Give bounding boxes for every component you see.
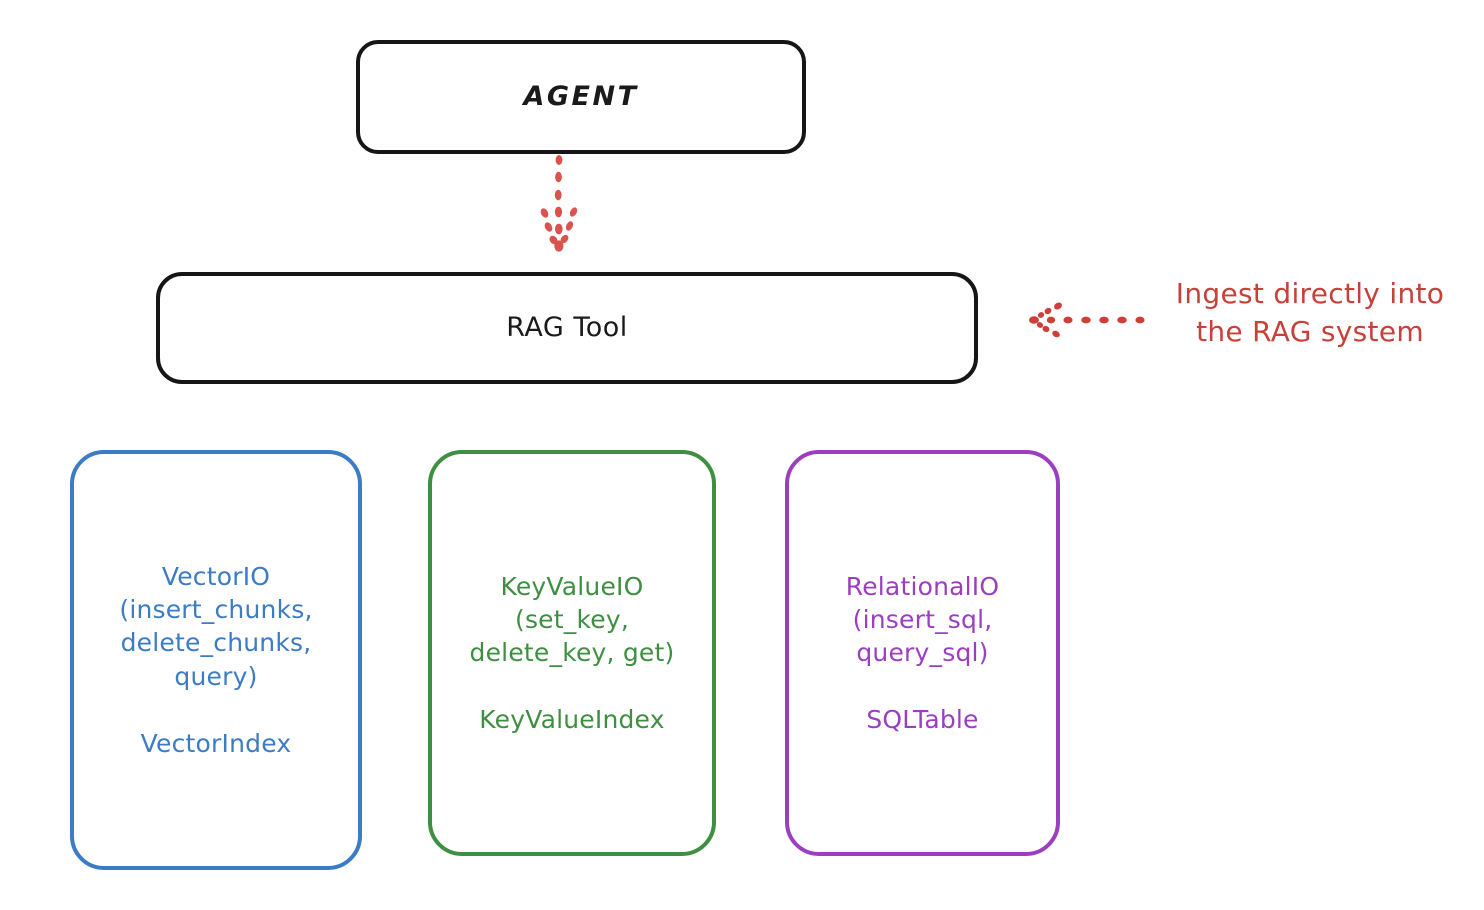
keyvalueio-node[interactable]: KeyValueIO (set_key, delete_key, get) Ke… bbox=[428, 450, 716, 856]
rag-tool-node[interactable]: RAG Tool bbox=[156, 272, 978, 384]
agent-to-rag-arrow bbox=[540, 155, 578, 252]
relationalio-node[interactable]: RelationalIO (insert_sql, query_sql) SQL… bbox=[785, 450, 1060, 856]
relationalio-table-label: SQLTable bbox=[866, 705, 979, 735]
vectorio-index-label: VectorIndex bbox=[140, 728, 292, 758]
keyvalueio-index-label: KeyValueIndex bbox=[479, 705, 665, 735]
relationalio-api-label: RelationalIO (insert_sql, query_sql) bbox=[845, 571, 1000, 668]
vectorio-api-label: VectorIO (insert_chunks, delete_chunks, … bbox=[119, 561, 313, 691]
ingest-annotation-text: Ingest directly into the RAG system bbox=[1175, 277, 1445, 348]
rag-tool-node-label: RAG Tool bbox=[506, 311, 628, 343]
ingest-pointer-arrow bbox=[1029, 302, 1145, 338]
vectorio-node[interactable]: VectorIO (insert_chunks, delete_chunks, … bbox=[70, 450, 362, 870]
agent-node-label: AGENT bbox=[523, 80, 639, 112]
agent-node[interactable]: AGENT bbox=[356, 40, 806, 154]
keyvalueio-api-label: KeyValueIO (set_key, delete_key, get) bbox=[469, 571, 675, 668]
